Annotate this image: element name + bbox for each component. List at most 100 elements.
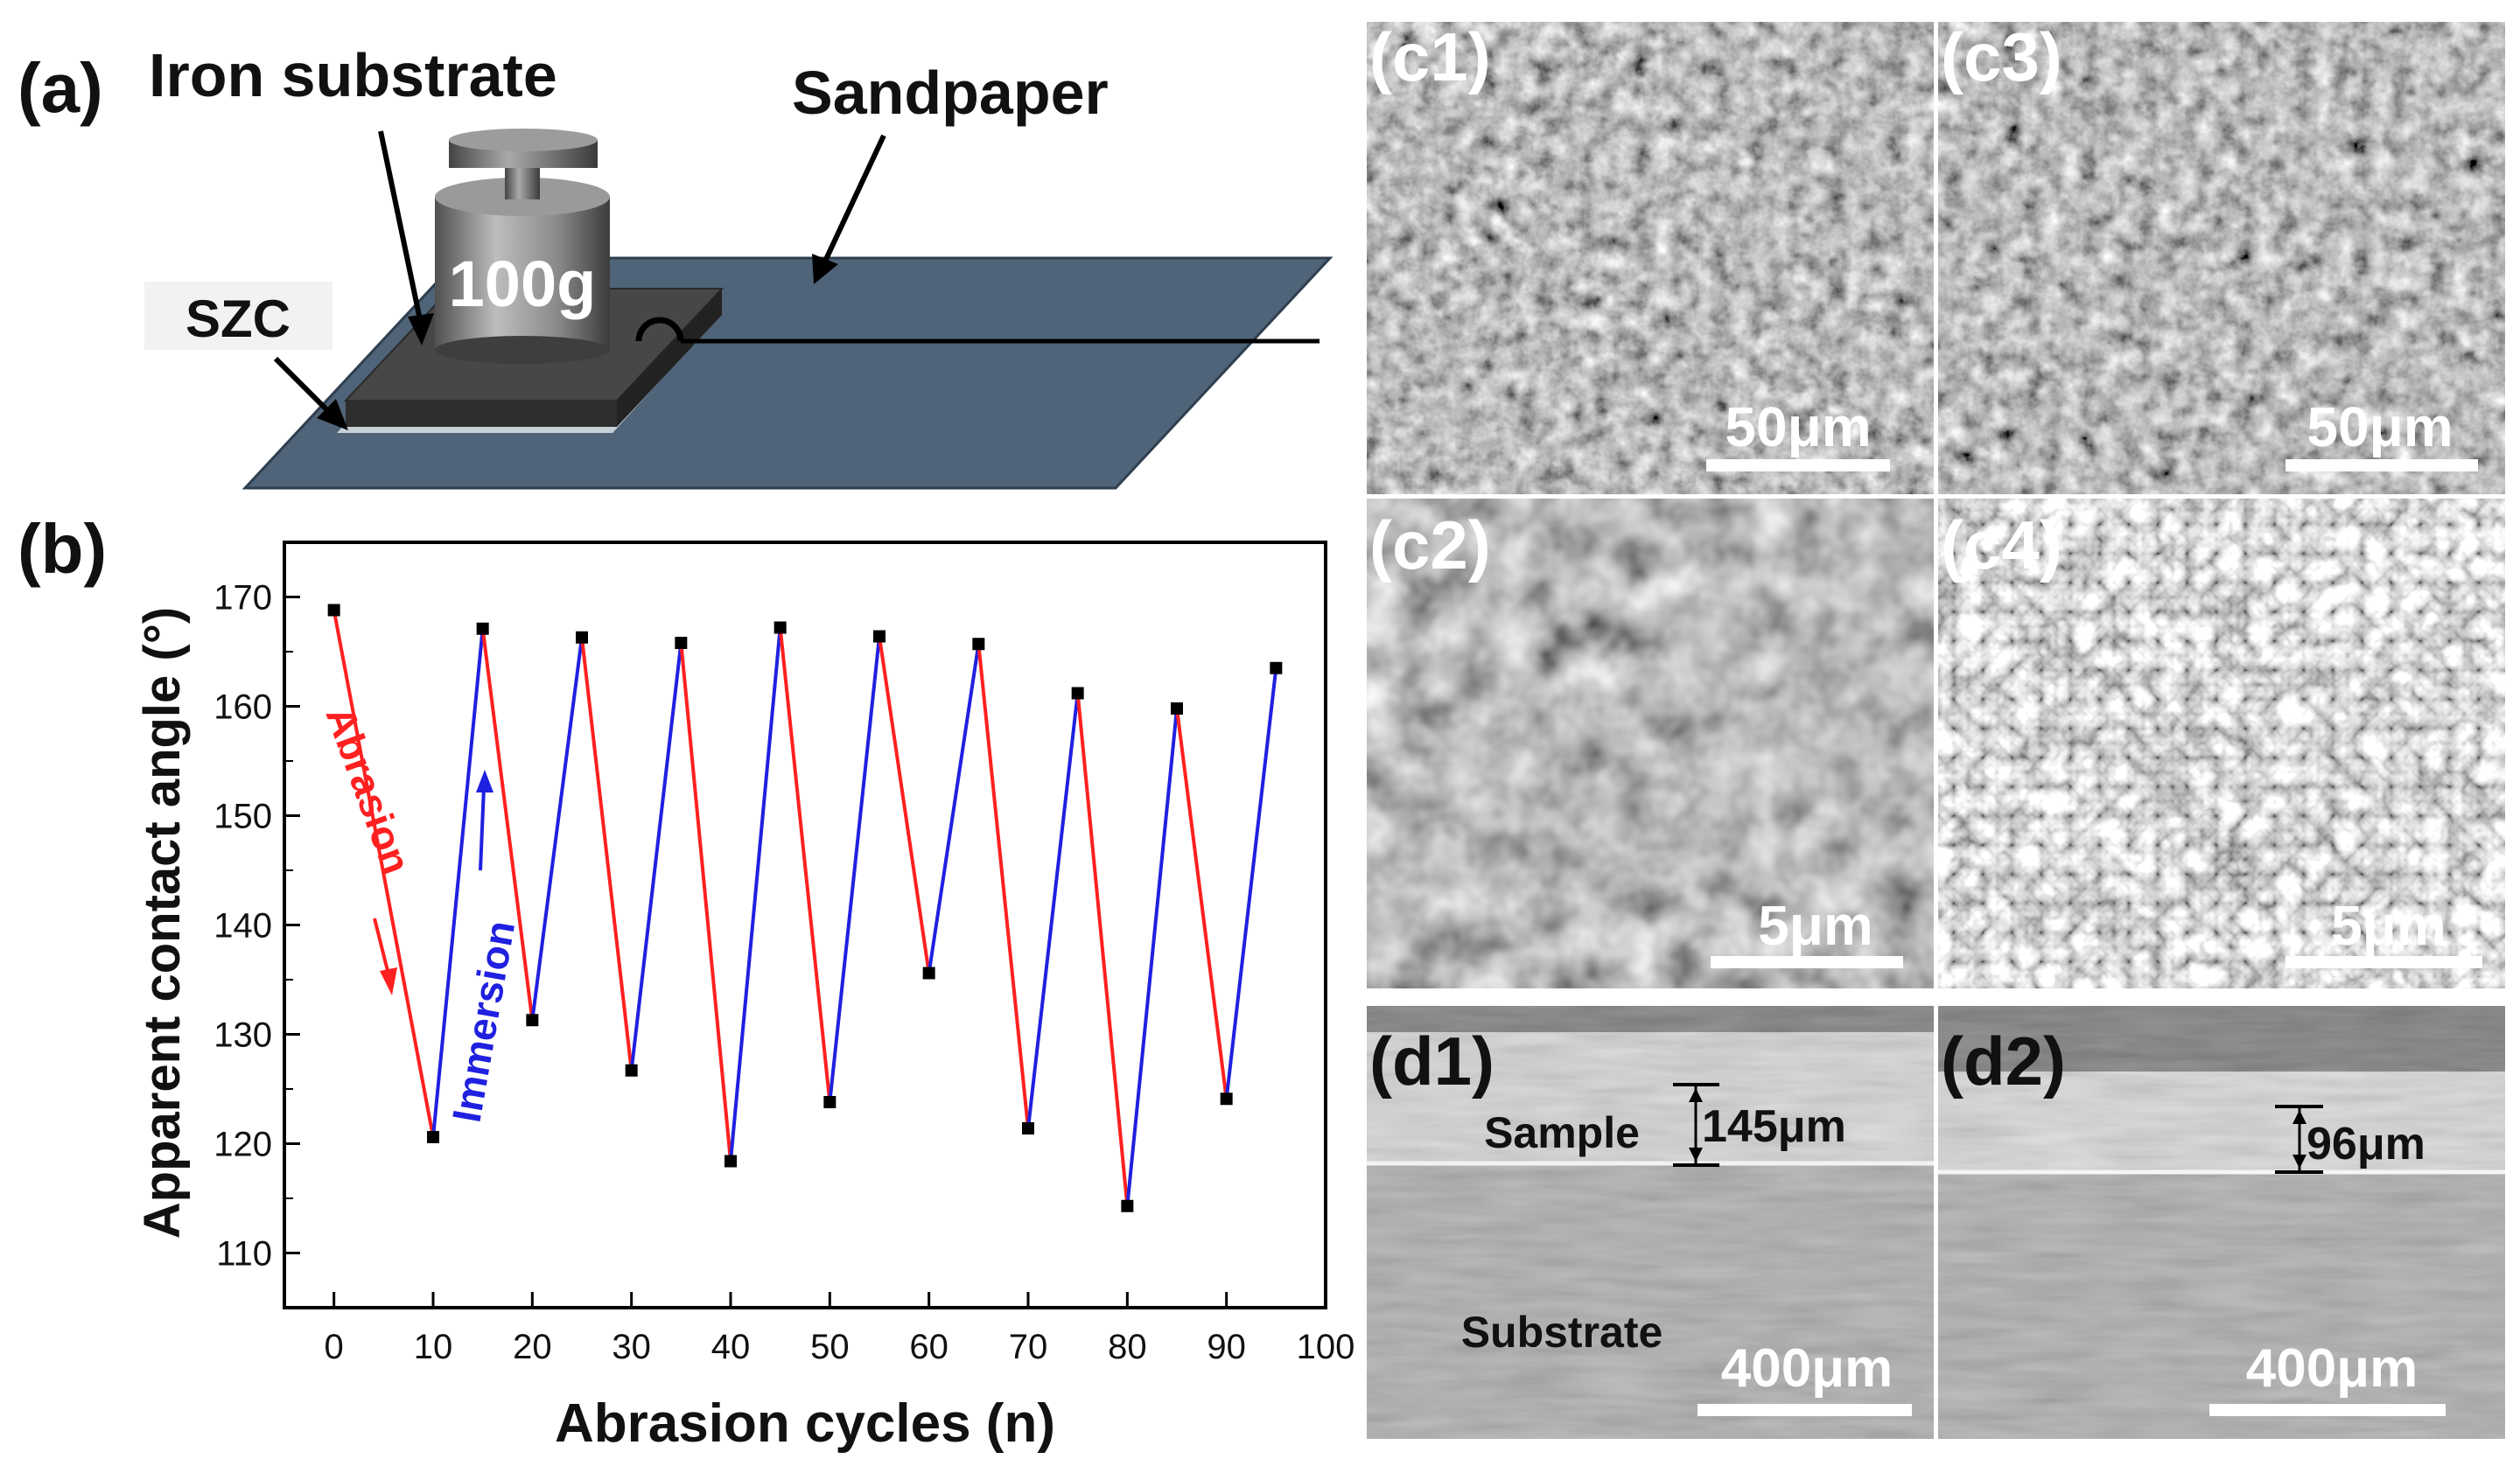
szc-label-box — [144, 282, 332, 350]
abrasion-arrow-line — [373, 918, 391, 979]
x-tick-label-80: 80 — [1108, 1328, 1147, 1366]
y-tick-label-150: 150 — [214, 798, 272, 836]
micrograph-c3: (c3) 50μm — [1938, 18, 2505, 494]
label-c1: (c1) — [1369, 18, 1491, 95]
iron-substrate-front — [346, 401, 617, 427]
scale-bar-d1 — [1698, 1404, 1912, 1416]
abrasion-segment-6 — [679, 642, 732, 1162]
d2-thickness-value: 96μm — [2306, 1119, 2426, 1169]
data-point-4 — [576, 631, 588, 644]
abrasion-segment-2 — [480, 628, 535, 1021]
abrasion-segment-16 — [1175, 708, 1228, 1100]
immersion-arrow-line — [479, 786, 486, 871]
weight-bottom — [435, 336, 610, 364]
immersion-segment-5 — [629, 642, 683, 1071]
sem-texture-c3 — [1938, 22, 2505, 494]
y-tick-label-160: 160 — [214, 688, 272, 727]
pull-hook — [635, 317, 684, 342]
sandpaper-arrow-line — [820, 134, 886, 269]
data-point-12 — [972, 638, 985, 651]
panel-a-schematic: (a) 100g Iron substrate Sandpaper — [18, 41, 1334, 490]
weight-cap-top — [449, 129, 598, 151]
data-point-5 — [625, 1064, 638, 1077]
abrasion-annotation: Abrasion — [318, 701, 420, 880]
immersion-segment-17 — [1224, 667, 1278, 1100]
data-point-11 — [922, 967, 935, 980]
sem-texture-d1 — [1367, 1006, 1934, 1439]
szc-label: SZC — [186, 290, 290, 348]
y-tick-label-130: 130 — [214, 1016, 272, 1055]
panel-c-micrographs: (c1) 50μm (c3) 50μm (c2) 5μm (c4) 5μm — [1367, 18, 2505, 988]
data-point-3 — [526, 1014, 539, 1027]
d1-thickness-arrow-up — [1689, 1088, 1703, 1102]
x-tick-label-60: 60 — [909, 1328, 948, 1366]
y-tick-label-170: 170 — [214, 579, 272, 618]
scale-c3: 50μm — [2306, 395, 2453, 458]
scale-bar-c4 — [2286, 956, 2482, 968]
data-point-8 — [774, 621, 787, 634]
abrasion-segment-12 — [976, 644, 1030, 1129]
weight-label: 100g — [449, 248, 597, 320]
iron-substrate-side — [617, 289, 722, 427]
x-tick-label-30: 30 — [612, 1328, 651, 1366]
d1-substrate-label: Substrate — [1461, 1308, 1663, 1357]
iron-arrow-line — [378, 130, 424, 329]
sandpaper-label: Sandpaper — [792, 59, 1109, 127]
data-point-14 — [1071, 687, 1084, 700]
iron-substrate-label: Iron substrate — [149, 41, 557, 109]
sem-texture-d2 — [1938, 1006, 2505, 1439]
micrograph-d2: (d2) 96μm 400μm — [1938, 1006, 2505, 1439]
immersion-segment-9 — [828, 636, 881, 1103]
label-c2: (c2) — [1369, 506, 1491, 583]
x-axis-label: Abrasion cycles (n) — [555, 1393, 1055, 1454]
series-points — [327, 604, 1283, 1212]
abrasion-segment-8 — [778, 627, 832, 1103]
chart-frame — [283, 541, 1327, 1309]
data-point-0 — [327, 604, 340, 617]
micrograph-c1: (c1) 50μm — [1367, 18, 1934, 494]
y-tick-label-110: 110 — [216, 1235, 272, 1274]
data-point-15 — [1121, 1199, 1134, 1212]
immersion-segment-15 — [1125, 708, 1179, 1206]
micrograph-c4: (c4) 5μm — [1938, 499, 2505, 988]
weight-100g: 100g — [435, 129, 610, 364]
scale-c2: 5μm — [1758, 894, 1873, 957]
series-lines — [332, 610, 1278, 1206]
abrasion-segment-0 — [332, 610, 435, 1138]
scale-c4: 5μm — [2331, 894, 2446, 957]
label-c4: (c4) — [1941, 506, 2062, 583]
scale-d2: 400μm — [2246, 1338, 2418, 1399]
scale-bar-d2 — [2209, 1404, 2446, 1416]
x-tick-label-90: 90 — [1207, 1328, 1246, 1366]
y-tick-label-120: 120 — [214, 1126, 272, 1164]
label-d1: (d1) — [1369, 1023, 1494, 1100]
immersion-segment-1 — [431, 628, 485, 1138]
szc-arrow-head — [317, 399, 348, 430]
panel-a-label: (a) — [18, 49, 103, 127]
scale-bar-c2 — [1711, 956, 1903, 968]
abrasion-segment-14 — [1075, 693, 1130, 1206]
sem-texture-c2 — [1367, 499, 1934, 988]
abrasion-segment-10 — [878, 636, 931, 974]
data-point-2 — [476, 622, 489, 635]
iron-arrow-head — [408, 313, 434, 346]
x-tick-label-40: 40 — [711, 1328, 751, 1366]
sandpaper-arrow-head — [812, 254, 838, 284]
data-point-7 — [724, 1155, 737, 1168]
y-axis-label: Apparent contact angle (°) — [134, 607, 191, 1239]
x-tick-label-50: 50 — [810, 1328, 850, 1366]
sem-texture-c1 — [1367, 22, 1934, 494]
x-tick-label-10: 10 — [414, 1328, 453, 1366]
data-point-6 — [675, 637, 688, 649]
data-point-9 — [823, 1096, 836, 1108]
x-tick-label-20: 20 — [513, 1328, 552, 1366]
data-point-1 — [427, 1131, 439, 1143]
scale-bar-c3 — [2286, 459, 2478, 471]
d2-thickness-arrow-up — [2292, 1110, 2306, 1124]
x-tick-label-0: 0 — [325, 1328, 344, 1366]
immersion-segment-7 — [729, 627, 782, 1162]
